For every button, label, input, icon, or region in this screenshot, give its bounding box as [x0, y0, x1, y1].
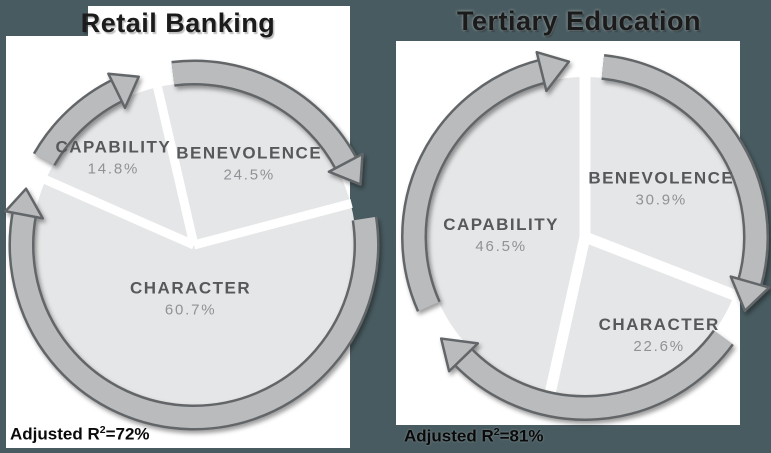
- footnote-text-suffix: =81%: [499, 426, 544, 446]
- cycle-arrow-ring: [4, 59, 380, 431]
- slice-label-character: CHARACTER: [599, 315, 720, 334]
- footnote-text-prefix: Adjusted R: [404, 426, 494, 446]
- arrow-band: [35, 80, 124, 165]
- slice-divider: [544, 235, 591, 396]
- cycle-arrowhead-icon: [107, 72, 140, 110]
- slice-label-capability: CAPABILITY: [443, 215, 559, 234]
- slice-divider: [192, 199, 353, 250]
- cycle-arrowhead-icon: [729, 275, 771, 313]
- arrow-band: [11, 210, 377, 428]
- pie-slice-benevolence: [157, 83, 351, 245]
- slice-divider: [152, 85, 199, 247]
- slice-label-benevolence: BENEVOLENCE: [176, 143, 322, 162]
- slice-divider: [42, 175, 196, 250]
- cycle-arrowhead-icon: [535, 50, 571, 93]
- footnote-superscript: 2: [493, 426, 500, 438]
- slice-value-character: 22.6%: [633, 338, 685, 355]
- cycle-arrowhead-icon: [327, 152, 364, 186]
- footnote-text-prefix: Adjusted R: [10, 424, 100, 444]
- slice-value-capability: 46.5%: [475, 238, 527, 255]
- arrow-band: [454, 331, 732, 419]
- footnote-text-suffix: =72%: [105, 424, 150, 444]
- arrow-band: [403, 60, 547, 311]
- tertiary-education-pie-chart: BENEVOLENCE 30.9% CHARACTER 22.6% CAPABILITY…: [401, 50, 771, 421]
- cycle-arrowhead-icon: [439, 337, 480, 373]
- arrow-band: [171, 62, 356, 170]
- footnote-superscript: 2: [99, 424, 106, 436]
- cycle-arrowhead-icon: [4, 187, 45, 220]
- tertiary-education-title: Tertiary Education: [456, 6, 702, 36]
- tertiary-education-adjusted-r2: Adjusted R2=81%: [404, 426, 544, 447]
- pie-slice-capability: [45, 87, 195, 245]
- pie-slice-character: [32, 179, 357, 407]
- slice-divider: [583, 231, 738, 301]
- slice-value-benevolence: 24.5%: [223, 166, 275, 183]
- retail-banking-title: Retail Banking: [80, 8, 276, 38]
- slice-label-benevolence: BENEVOLENCE: [588, 169, 734, 188]
- pie-slice-capability: [425, 77, 585, 394]
- slice-value-capability: 14.8%: [88, 161, 140, 178]
- top-left-background-notch: [0, 0, 88, 36]
- arrow-band: [601, 56, 767, 287]
- retail-banking-pie-chart: BENEVOLENCE 24.5% CHARACTER 60.7% CAPABILITY…: [4, 59, 380, 431]
- cycle-arrow-ring: [401, 50, 771, 421]
- slice-value-benevolence: 30.9%: [636, 192, 688, 209]
- slice-label-character: CHARACTER: [130, 279, 251, 298]
- slice-label-capability: CAPABILITY: [56, 138, 172, 157]
- retail-banking-adjusted-r2: Adjusted R2=72%: [10, 424, 150, 445]
- slice-value-character: 60.7%: [165, 302, 217, 319]
